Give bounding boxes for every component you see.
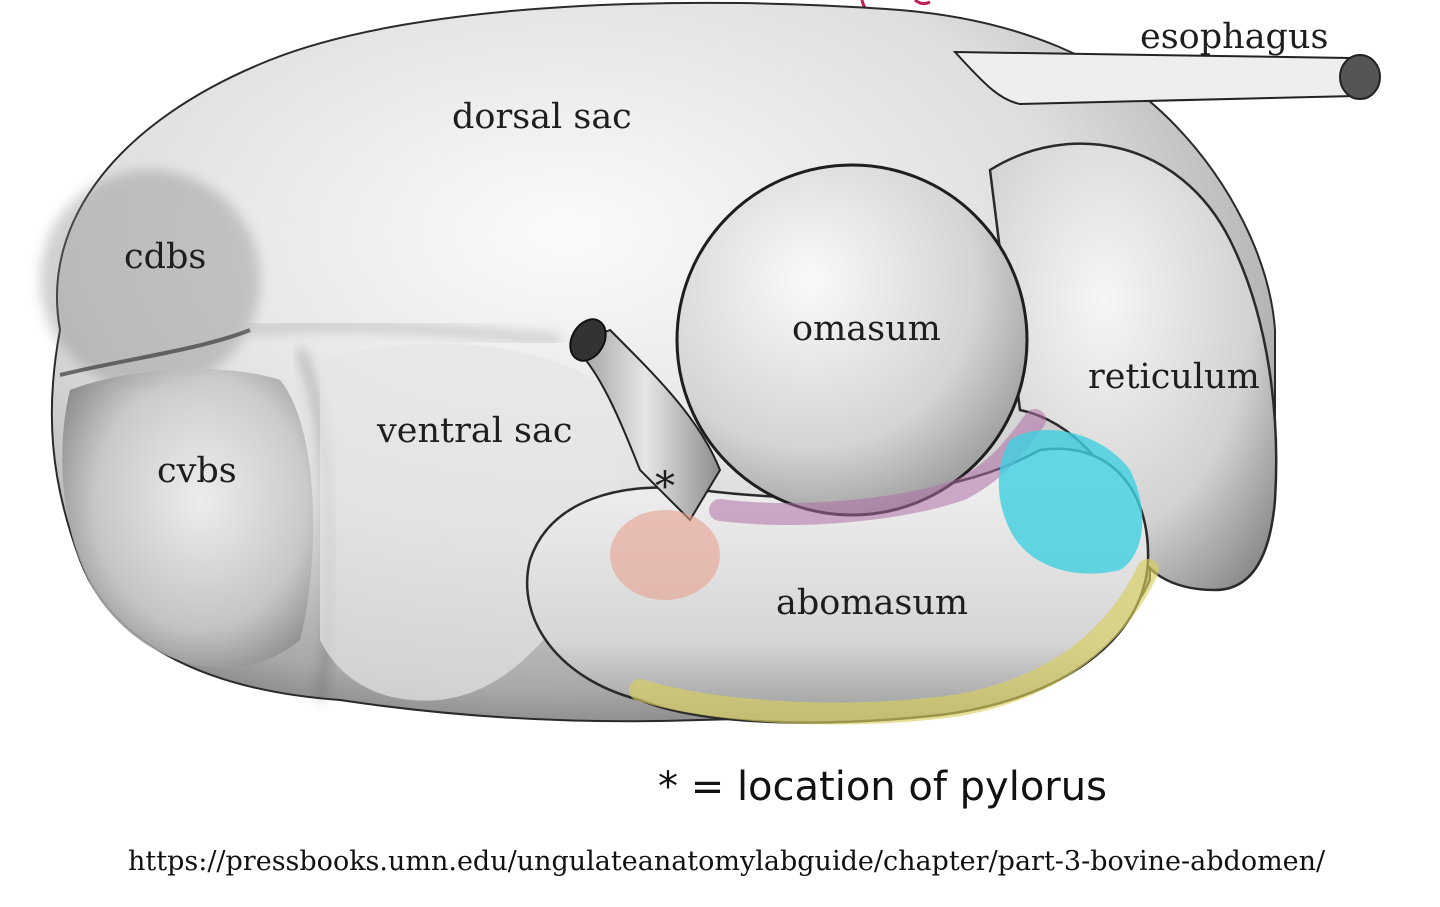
label-dorsal-sac: dorsal sac <box>452 97 632 137</box>
pylorus-highlight <box>610 510 720 600</box>
label-ventral-sac: ventral sac <box>376 411 572 451</box>
longitudinal-groove <box>249 321 561 344</box>
caudal-groove <box>59 328 251 377</box>
label-cvbs: cvbs <box>157 451 237 491</box>
reticulum-highlight <box>998 430 1143 574</box>
label-abomasum: abomasum <box>776 583 968 623</box>
label-reticulum: reticulum <box>1088 357 1260 397</box>
pylorus-asterisk: * <box>655 464 675 510</box>
greater-curvature-highlight <box>629 559 1159 725</box>
cdbs-lobe <box>40 170 260 390</box>
source-url: https://pressbooks.umn.edu/ungulateanato… <box>128 846 1326 877</box>
esophagus-tube <box>952 50 1357 106</box>
duodenum-tube <box>570 328 722 522</box>
duodenum-opening <box>569 318 607 362</box>
cvbs-lobe <box>62 369 314 668</box>
pylorus-caption: * = location of pylorus <box>658 764 1107 810</box>
label-esophagus: esophagus <box>1140 17 1328 57</box>
label-omasum: omasum <box>792 309 941 349</box>
esophagus <box>952 50 1381 106</box>
duodenum <box>569 318 722 522</box>
esophagus-opening <box>1339 54 1381 100</box>
label-cdbs: cdbs <box>124 237 206 277</box>
